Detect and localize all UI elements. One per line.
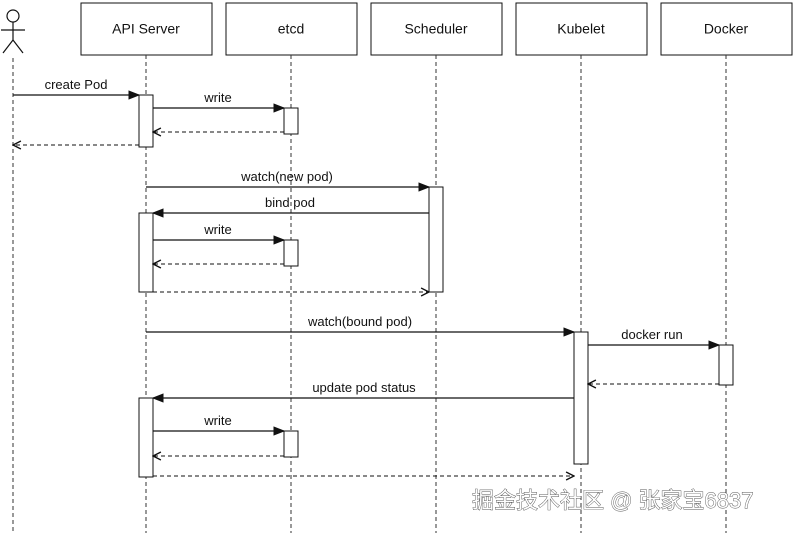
label-docker-run: docker run — [621, 327, 682, 342]
label-watch-bound-pod: watch(bound pod) — [307, 314, 412, 329]
participant-kubelet: Kubelet — [515, 2, 648, 56]
label-update-pod-status: update pod status — [312, 380, 416, 395]
participant-docker: Docker — [660, 2, 793, 56]
label-write-1: write — [203, 90, 231, 105]
participant-scheduler-label: Scheduler — [404, 21, 467, 37]
activation-api-server-1 — [138, 94, 154, 148]
watermark-text: 掘金技术社区 @ 张家宝6837 — [472, 488, 754, 513]
activation-kubelet — [573, 331, 589, 465]
activation-scheduler — [428, 186, 444, 293]
participant-api-server-label: API Server — [112, 21, 180, 37]
participant-docker-label: Docker — [704, 21, 749, 37]
label-watch-new-pod: watch(new pod) — [240, 169, 333, 184]
activation-etcd-2 — [283, 239, 299, 267]
participant-scheduler: Scheduler — [370, 2, 503, 56]
activation-docker — [718, 344, 734, 386]
label-write-3: write — [203, 413, 231, 428]
participant-api-server: API Server — [80, 2, 213, 56]
activation-etcd-3 — [283, 430, 299, 458]
activation-etcd-1 — [283, 107, 299, 135]
participant-etcd: etcd — [225, 2, 358, 56]
label-write-2: write — [203, 222, 231, 237]
participant-etcd-label: etcd — [278, 21, 304, 37]
label-bind-pod: bind pod — [265, 195, 315, 210]
activation-api-server-3 — [138, 397, 154, 478]
label-create-pod: create Pod — [45, 77, 108, 92]
activation-api-server-2 — [138, 212, 154, 293]
user-actor-icon — [1, 9, 25, 54]
participant-kubelet-label: Kubelet — [557, 21, 605, 37]
